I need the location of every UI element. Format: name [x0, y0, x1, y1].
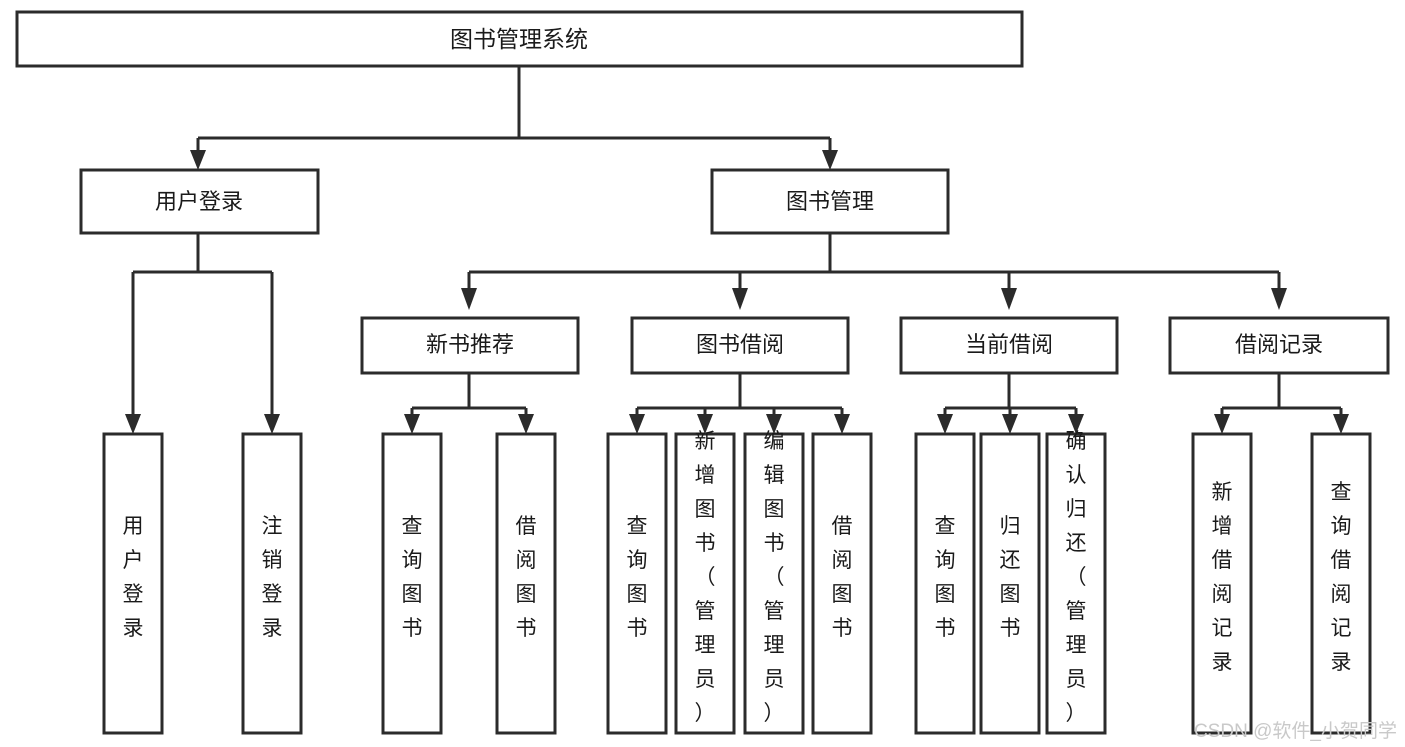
- node-leaf-return-book-label: 归还图书: [1000, 515, 1021, 640]
- node-leaf-query-record-label: 查询借阅记录: [1331, 481, 1352, 674]
- node-leaf-add-record[interactable]: 新增借阅记录: [1191, 432, 1253, 735]
- node-leaf-logout-label: 注销登录: [262, 515, 283, 640]
- arrowhead-nb-1: [404, 414, 420, 434]
- node-user-login-label: 用户登录: [155, 189, 243, 214]
- node-leaf-query-book-2-box[interactable]: [606, 432, 668, 735]
- arrowhead-bm-1: [461, 288, 477, 310]
- node-leaf-edit-book[interactable]: 编辑图书（管理员）: [743, 430, 805, 735]
- node-leaf-user-login-label: 用户登录: [123, 515, 144, 640]
- node-leaf-query-book-2-label: 查询图书: [627, 515, 648, 640]
- node-user-login-box[interactable]: [79, 168, 320, 235]
- node-leaf-edit-book-box[interactable]: [743, 432, 805, 735]
- node-borrow-record-label: 借阅记录: [1235, 332, 1323, 357]
- node-leaf-query-record-box[interactable]: [1310, 432, 1372, 735]
- node-leaf-confirm-return-box[interactable]: [1045, 432, 1107, 735]
- node-leaf-add-record-box[interactable]: [1191, 432, 1253, 735]
- node-leaf-borrow-book-1[interactable]: 借阅图书: [495, 432, 557, 735]
- node-leaf-add-book-box[interactable]: [674, 432, 736, 735]
- csdn-watermark: CSDN @软件_小贺同学: [1194, 721, 1397, 742]
- node-leaf-user-login-box[interactable]: [102, 432, 164, 735]
- node-leaf-query-book-1-label: 查询图书: [402, 515, 423, 640]
- arrowhead-cb-2: [1002, 414, 1018, 434]
- node-leaf-return-book[interactable]: 归还图书: [979, 432, 1041, 735]
- node-root-box[interactable]: [15, 10, 1024, 68]
- arrowhead-br-2: [1333, 414, 1349, 434]
- node-borrow-record-box[interactable]: [1168, 316, 1390, 375]
- node-leaf-query-book-2[interactable]: 查询图书: [606, 432, 668, 735]
- node-leaf-query-book-3-label: 查询图书: [935, 515, 956, 640]
- node-leaf-confirm-return-label: 确认归还（管理员）: [1066, 430, 1087, 725]
- node-leaf-borrow-book-1-label: 借阅图书: [516, 515, 537, 640]
- node-leaf-query-book-3[interactable]: 查询图书: [914, 432, 976, 735]
- connectors: [125, 66, 1349, 434]
- node-new-book-rec-box[interactable]: [360, 316, 580, 375]
- node-new-book-rec-label: 新书推荐: [426, 332, 514, 357]
- node-book-manage-label: 图书管理: [786, 189, 874, 214]
- node-current-borrow-label: 当前借阅: [965, 332, 1053, 357]
- node-leaf-logout-box[interactable]: [241, 432, 303, 735]
- node-leaf-borrow-book-1-box[interactable]: [495, 432, 557, 735]
- node-leaf-query-book-3-box[interactable]: [914, 432, 976, 735]
- arrowhead-cb-1: [937, 414, 953, 434]
- node-book-borrow[interactable]: 图书借阅: [630, 316, 850, 375]
- arrowhead-user-login: [190, 150, 206, 170]
- arrowhead-bm-4: [1271, 288, 1287, 310]
- node-leaf-logout[interactable]: 注销登录: [241, 432, 303, 735]
- arrowhead-bb-3: [766, 414, 782, 434]
- arrowhead-cb-3: [1068, 414, 1084, 434]
- node-book-manage-box[interactable]: [710, 168, 950, 235]
- node-root-label: 图书管理系统: [450, 26, 588, 52]
- node-leaf-query-book-1-box[interactable]: [381, 432, 443, 735]
- node-leaf-add-book[interactable]: 新增图书（管理员）: [674, 430, 736, 735]
- node-leaf-confirm-return[interactable]: 确认归还（管理员）: [1045, 430, 1107, 735]
- arrowhead-bb-1: [629, 414, 645, 434]
- node-current-borrow[interactable]: 当前借阅: [899, 316, 1119, 375]
- arrowhead-book-manage: [822, 150, 838, 170]
- arrowhead-ul-2: [264, 414, 280, 434]
- node-book-borrow-box[interactable]: [630, 316, 850, 375]
- node-user-login[interactable]: 用户登录: [79, 168, 320, 235]
- node-book-borrow-label: 图书借阅: [696, 332, 784, 357]
- node-leaf-add-record-label: 新增借阅记录: [1212, 481, 1233, 674]
- node-root[interactable]: 图书管理系统: [15, 10, 1024, 68]
- arrowhead-bm-3: [1001, 288, 1017, 310]
- node-leaf-borrow-book-2-box[interactable]: [811, 432, 873, 735]
- node-book-manage[interactable]: 图书管理: [710, 168, 950, 235]
- node-leaf-query-record[interactable]: 查询借阅记录: [1310, 432, 1372, 735]
- arrowhead-bb-2: [697, 414, 713, 434]
- node-borrow-record[interactable]: 借阅记录: [1168, 316, 1390, 375]
- node-current-borrow-box[interactable]: [899, 316, 1119, 375]
- node-leaf-borrow-book-2[interactable]: 借阅图书: [811, 432, 873, 735]
- node-leaf-return-book-box[interactable]: [979, 432, 1041, 735]
- node-leaf-add-book-label: 新增图书（管理员）: [695, 430, 716, 725]
- node-new-book-rec[interactable]: 新书推荐: [360, 316, 580, 375]
- arrowhead-bm-2: [732, 288, 748, 310]
- node-leaf-borrow-book-2-label: 借阅图书: [832, 515, 853, 640]
- node-leaf-edit-book-label: 编辑图书（管理员）: [764, 430, 785, 725]
- arrowhead-nb-2: [518, 414, 534, 434]
- arrowhead-br-1: [1214, 414, 1230, 434]
- node-leaf-query-book-1[interactable]: 查询图书: [381, 432, 443, 735]
- node-leaf-user-login[interactable]: 用户登录: [102, 432, 164, 735]
- arrowhead-ul-1: [125, 414, 141, 434]
- arrowhead-bb-4: [834, 414, 850, 434]
